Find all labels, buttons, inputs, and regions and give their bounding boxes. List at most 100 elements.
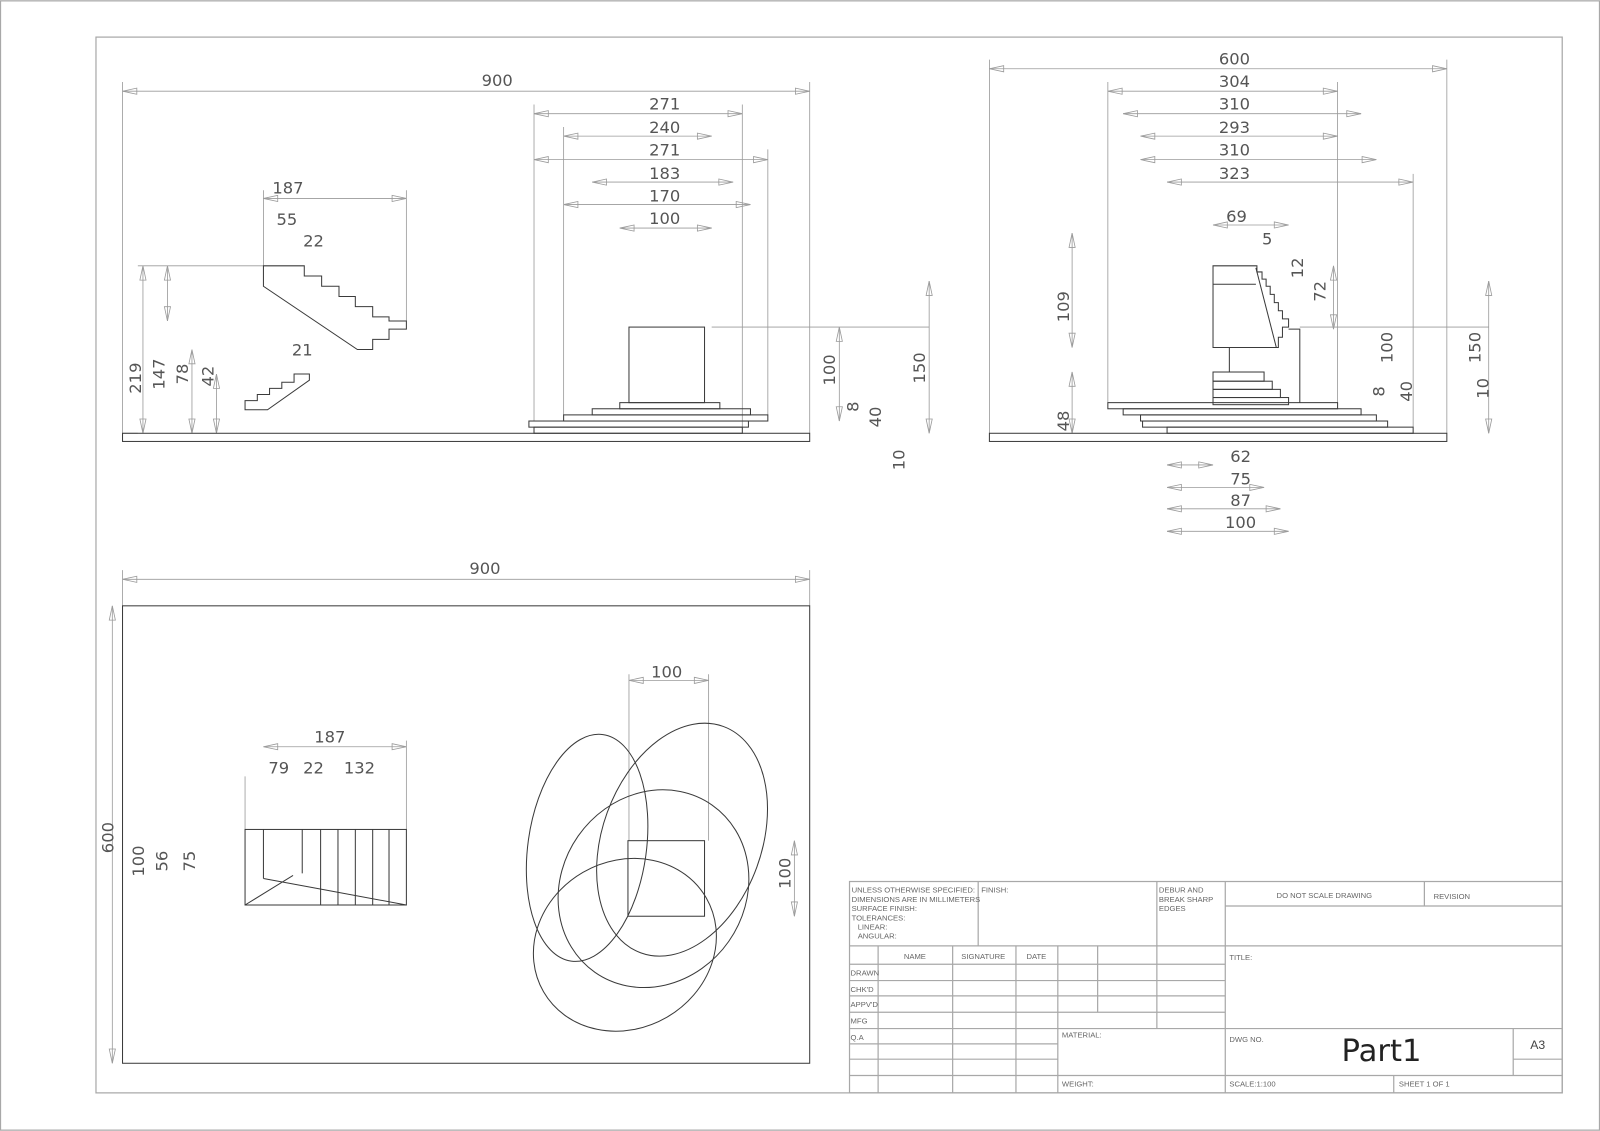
dim-label: 100 xyxy=(651,662,682,681)
dim-label: 150 xyxy=(910,352,929,383)
dim-label: 132 xyxy=(344,758,375,777)
dimension-arrow xyxy=(212,373,221,389)
dimension-arrow xyxy=(108,1048,116,1064)
tb-do-not-scale: DO NOT SCALE DRAWING xyxy=(1277,891,1373,900)
dim-label: 78 xyxy=(173,364,192,385)
tb-note: ANGULAR: xyxy=(858,932,897,941)
tb-note: TOLERANCES: xyxy=(852,913,906,922)
dim-label: 40 xyxy=(1397,381,1416,402)
dim-label: 109 xyxy=(1054,291,1073,322)
dimension-arrow xyxy=(533,156,549,164)
tb-size: A3 xyxy=(1530,1038,1545,1052)
dim-label: 75 xyxy=(1230,469,1251,488)
dimension-arrow xyxy=(1068,418,1076,434)
dimension-arrow xyxy=(1398,178,1414,186)
dimension-arrow xyxy=(1166,178,1182,186)
dim-label: 310 xyxy=(1219,141,1250,160)
dimension-arrow xyxy=(696,224,712,232)
tb-row-label: DRAWN xyxy=(851,968,880,977)
dim-label: 183 xyxy=(649,164,680,183)
dimension-arrow xyxy=(212,418,221,434)
dim-label: 87 xyxy=(1230,491,1251,510)
dim-label: 48 xyxy=(1054,411,1073,432)
dim-label: 219 xyxy=(126,363,145,394)
front-base xyxy=(122,432,811,442)
dimension-arrow xyxy=(563,200,579,209)
dimension-arrow xyxy=(1068,332,1076,348)
dim-label: 8 xyxy=(1370,386,1389,396)
tb-note: DIMENSIONS ARE IN MILLIMETERS xyxy=(852,895,981,904)
side-plate xyxy=(1142,420,1389,428)
dimension-arrow xyxy=(628,676,644,684)
dimension-arrow xyxy=(835,406,843,422)
dim-label: 5 xyxy=(1262,229,1272,248)
dim-label: 150 xyxy=(1466,332,1485,363)
tb-finish: FINISH: xyxy=(981,886,1008,895)
tb-material: MATERIAL: xyxy=(1062,1031,1102,1040)
dimension-arrow xyxy=(1166,483,1182,491)
dim-label: 900 xyxy=(469,559,500,578)
top-outline xyxy=(122,605,811,1064)
front-plate xyxy=(591,408,751,416)
dim-label: 271 xyxy=(649,141,680,160)
dimension-arrow xyxy=(592,178,607,186)
dimension-arrow xyxy=(1485,418,1493,434)
drawing-frame xyxy=(95,36,1563,1094)
tb-header: SIGNATURE xyxy=(961,952,1005,961)
front-plate xyxy=(619,402,721,410)
title-block: UNLESS OTHERWISE SPECIFIED: DIMENSIONS A… xyxy=(848,880,1563,1094)
dim-label: 21 xyxy=(292,341,313,360)
front-plate xyxy=(563,414,769,422)
dimension-arrow xyxy=(1322,132,1338,140)
dim-label: 72 xyxy=(1310,281,1329,302)
tb-weight: WEIGHT: xyxy=(1062,1080,1094,1089)
dimension-arrow xyxy=(391,743,407,751)
dim-label: 187 xyxy=(272,178,303,197)
dim-label: 323 xyxy=(1219,164,1250,183)
dimension-arrow xyxy=(1212,221,1228,229)
front-pedestal xyxy=(628,326,706,404)
dimension-arrow xyxy=(735,200,751,209)
dim-label: 100 xyxy=(1378,332,1397,363)
side-support xyxy=(1288,328,1301,403)
tb-header: DATE xyxy=(1026,952,1046,961)
dim-label: 100 xyxy=(775,858,794,889)
dimension-lines xyxy=(108,59,1493,1064)
top-elliptical-rings xyxy=(525,722,769,1032)
dimension-arrow xyxy=(1485,281,1493,296)
dimension-arrow xyxy=(563,132,579,140)
tb-title-label: TITLE: xyxy=(1229,953,1252,962)
dim-label: 310 xyxy=(1219,95,1250,114)
dimension-arrow xyxy=(1432,65,1447,73)
dimension-arrow xyxy=(163,265,172,281)
dimension-arrow xyxy=(753,156,768,164)
tb-note: SURFACE FINISH: xyxy=(852,904,917,913)
dim-label: 22 xyxy=(303,758,324,777)
tb-revision: REVISION xyxy=(1434,892,1471,901)
dimension-arrow xyxy=(1123,110,1138,118)
dim-label: 12 xyxy=(1288,257,1307,278)
dimension-arrow xyxy=(1198,461,1214,469)
dim-label: 8 xyxy=(844,402,863,412)
front-view: 900 271 240 271 183 170 100 100 8 40 150… xyxy=(122,71,929,470)
dim-label: 79 xyxy=(268,758,289,777)
side-base xyxy=(988,432,1448,442)
dimension-arrow xyxy=(790,840,798,856)
dimension-arrow xyxy=(1346,110,1362,118)
dimension-arrow xyxy=(790,901,798,917)
dimension-arrow xyxy=(139,265,147,281)
dimension-arrow xyxy=(1329,265,1338,281)
dimension-arrow xyxy=(718,178,734,186)
tb-scale: SCALE:1:100 xyxy=(1229,1080,1275,1089)
side-step xyxy=(1212,388,1281,399)
dim-label: 304 xyxy=(1219,72,1250,91)
dimension-arrow xyxy=(1140,156,1156,164)
top-pedestal xyxy=(627,840,706,917)
side-plate xyxy=(1166,426,1414,434)
dim-label: 42 xyxy=(198,366,217,387)
dimension-arrow xyxy=(108,605,116,621)
tb-row-label: Q.A xyxy=(851,1033,865,1042)
dimension-arrow xyxy=(693,676,709,684)
dimension-arrow xyxy=(1322,87,1338,95)
side-step xyxy=(1212,371,1265,382)
